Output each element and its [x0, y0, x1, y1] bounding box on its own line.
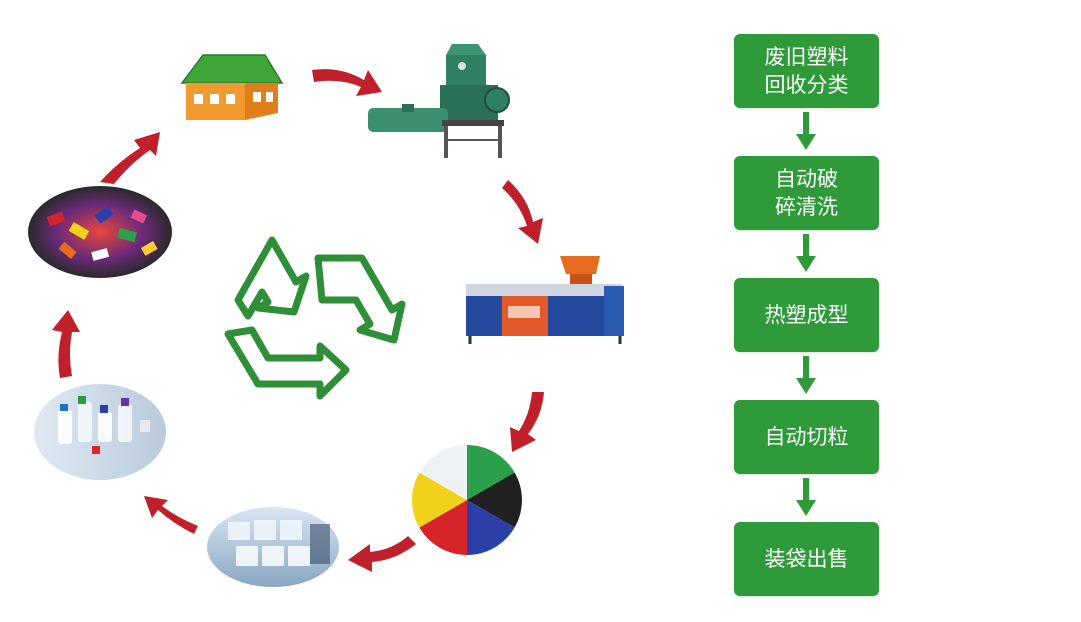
recycling-cycle-diagram — [28, 44, 624, 587]
step-text-line: 装袋出售 — [764, 547, 849, 571]
step-bag-sell: 装袋出售 — [734, 522, 879, 596]
cycle-arrows — [52, 69, 544, 572]
bags-icon — [207, 507, 339, 587]
step-text-line: 碎清洗 — [775, 195, 838, 219]
cycle-arrow-2 — [502, 180, 543, 244]
cycle-arrow-5 — [144, 496, 198, 534]
cycle-arrow-1 — [312, 69, 382, 96]
step-crush-wash: 自动破 碎清洗 — [734, 156, 879, 230]
arrow-down-icon — [796, 478, 816, 516]
step-thermoform: 热塑成型 — [734, 278, 879, 352]
flow-arrow-4 — [734, 474, 879, 522]
cycle-arrow-6 — [52, 310, 80, 378]
extruder-machine-icon — [466, 256, 624, 344]
cycle-arrow-7 — [100, 132, 160, 184]
step-pelletize: 自动切粒 — [734, 400, 879, 474]
flow-arrow-3 — [734, 352, 879, 400]
waste-plastic-icon — [28, 186, 172, 278]
flow-arrow-1 — [734, 108, 879, 156]
house-icon — [180, 54, 284, 120]
step-text-line: 自动破 — [775, 167, 838, 191]
cycle-arrow-4 — [348, 536, 416, 572]
recycle-icon — [224, 236, 406, 400]
arrow-down-icon — [796, 356, 816, 394]
step-recycle-sort: 废旧塑料 回收分类 — [734, 34, 879, 108]
arrow-down-icon — [796, 234, 816, 272]
step-text-line: 废旧塑料 — [764, 45, 849, 69]
bottles-icon — [34, 384, 166, 480]
step-text-line: 自动切粒 — [764, 425, 849, 449]
flow-arrow-2 — [734, 230, 879, 278]
crusher-machine-icon — [368, 44, 510, 158]
step-text-line: 回收分类 — [764, 73, 849, 97]
process-flow: 废旧塑料 回收分类 自动破 碎清洗 热塑成型 自动切粒 装袋出售 — [734, 34, 879, 596]
pellets-icon — [412, 445, 522, 555]
step-text-line: 热塑成型 — [764, 303, 849, 327]
arrow-down-icon — [796, 112, 816, 150]
cycle-arrow-3 — [510, 392, 544, 452]
